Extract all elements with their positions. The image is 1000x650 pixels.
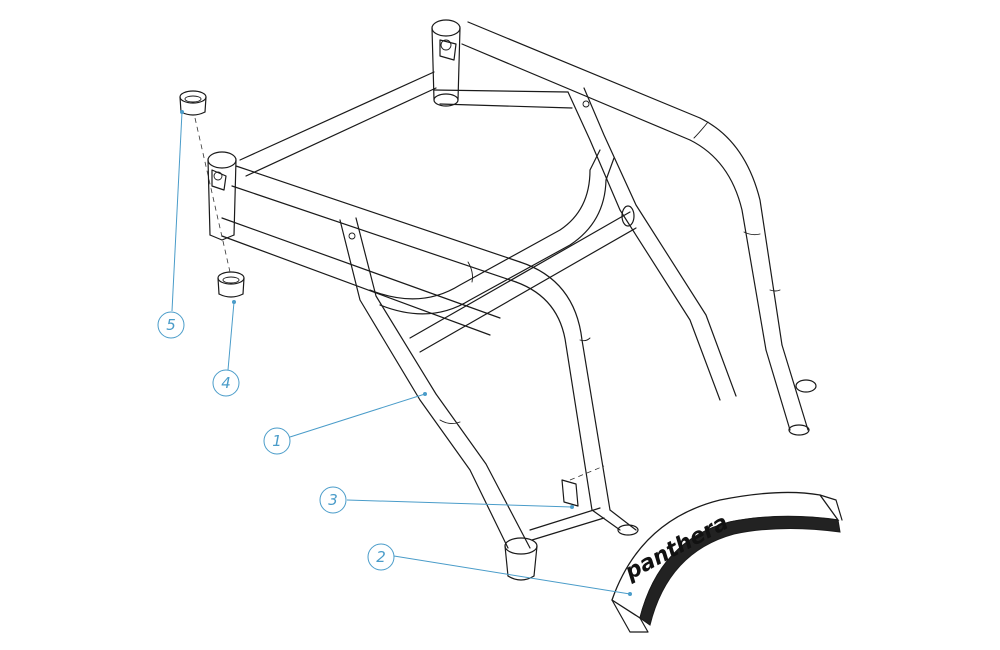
front-crossbar	[221, 165, 639, 536]
rear-diagonal-leg	[567, 87, 737, 401]
callout-2: 2	[367, 543, 395, 571]
leader-dot-5	[180, 110, 184, 114]
callout-3-number: 3	[328, 491, 338, 509]
assembly-axis-line	[194, 117, 231, 273]
bushing-part-4	[217, 271, 245, 298]
leader-line-2	[393, 555, 631, 595]
callout-2-number: 2	[376, 548, 386, 566]
upper-left-tubes	[239, 71, 573, 177]
leader-dot-4	[232, 300, 236, 304]
callout-4-number: 4	[221, 374, 231, 392]
front-post	[207, 151, 237, 241]
callout-4: 4	[212, 369, 240, 397]
rear-crossbar	[461, 21, 817, 436]
leader-lines	[171, 110, 632, 596]
front-diagonal-leg	[339, 217, 605, 581]
leader-line-4	[227, 301, 235, 371]
callout-1: 1	[263, 427, 291, 455]
leader-dot-1	[423, 392, 427, 396]
leader-line-5	[171, 111, 183, 312]
bracket-part-3	[561, 465, 605, 507]
callout-5-number: 5	[166, 316, 176, 334]
callout-1-number: 1	[272, 432, 282, 450]
callout-5: 5	[157, 311, 185, 339]
strap-part-2: panthera	[611, 491, 843, 633]
leader-line-3	[346, 499, 573, 508]
leader-dot-3	[570, 505, 574, 509]
middle-brace	[369, 149, 637, 353]
rear-post	[431, 19, 461, 107]
leader-line-1	[289, 393, 426, 438]
leader-dot-2	[628, 592, 632, 596]
callout-3: 3	[319, 486, 347, 514]
